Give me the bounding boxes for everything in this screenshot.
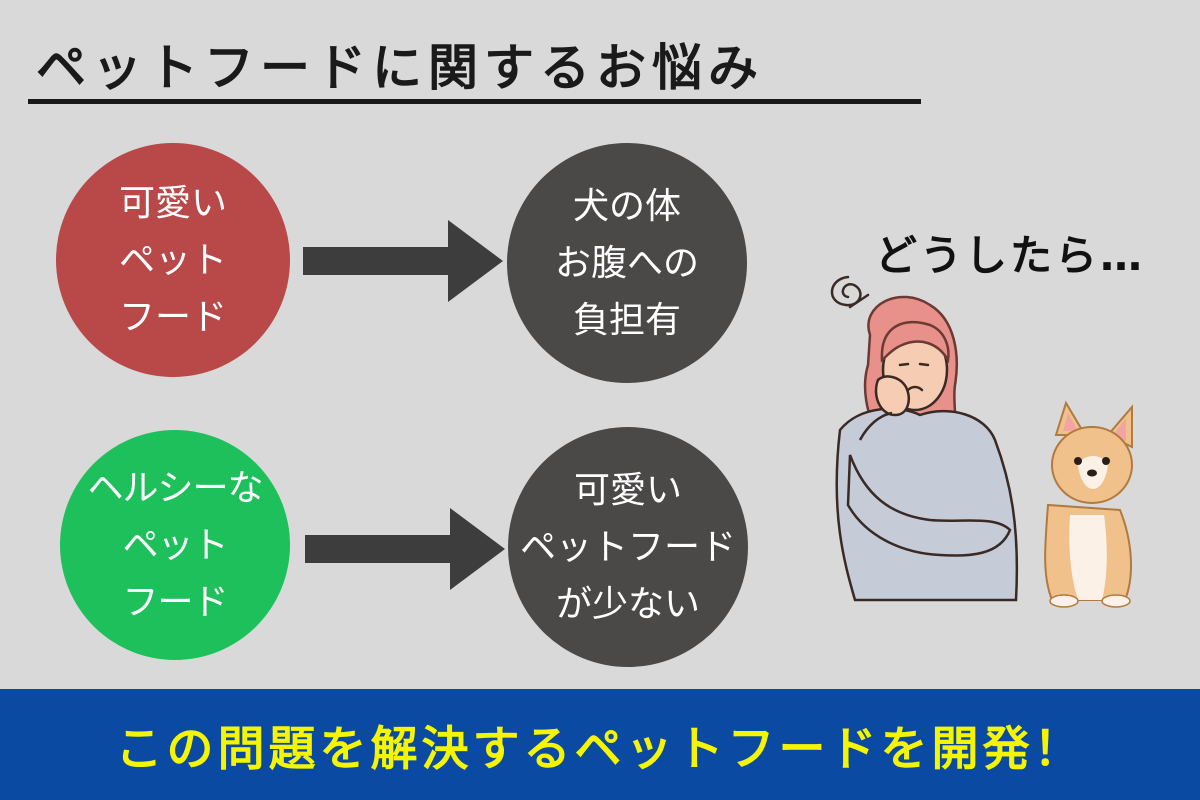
effect-line: 可愛い (573, 469, 682, 511)
effect-line: ペットフード (519, 526, 736, 568)
arrow-right-icon (305, 508, 505, 590)
cause-line: ヘルシーな (87, 467, 263, 509)
effect-circle-digestive-burden: 犬の体 お腹への 負担有 (507, 143, 747, 383)
page-title: ペットフードに関するお悩み (36, 39, 764, 97)
cause-circle-cute-food: 可愛い ペット フード (56, 143, 290, 377)
effect-line: 負担有 (572, 299, 681, 341)
cause-line: ペット (118, 239, 227, 281)
cause-circle-healthy-food: ヘルシーな ペット フード (60, 430, 290, 660)
cause-line: ペット (122, 524, 228, 566)
effect-line: 犬の体 (572, 185, 681, 227)
banner-text: この問題を解決するペットフードを開発！ (115, 722, 1085, 777)
effect-line: お腹への (554, 242, 699, 284)
arrow-right-icon (303, 220, 503, 302)
bottom-banner: この問題を解決するペットフードを開発！ (0, 689, 1200, 800)
cause-line: フード (118, 296, 227, 338)
cause-line: フード (122, 581, 228, 623)
corgi-dog-illustration (1044, 400, 1133, 608)
cause-line: 可愛い (118, 182, 227, 224)
worried-woman-illustration (830, 275, 1133, 608)
confusion-scribble-icon (830, 275, 870, 309)
title-underline (28, 99, 921, 104)
effect-line: が少ない (555, 583, 700, 625)
question-text: どうしたら… (875, 231, 1146, 280)
effect-circle-few-cute-foods: 可愛い ペットフード が少ない (508, 427, 748, 667)
